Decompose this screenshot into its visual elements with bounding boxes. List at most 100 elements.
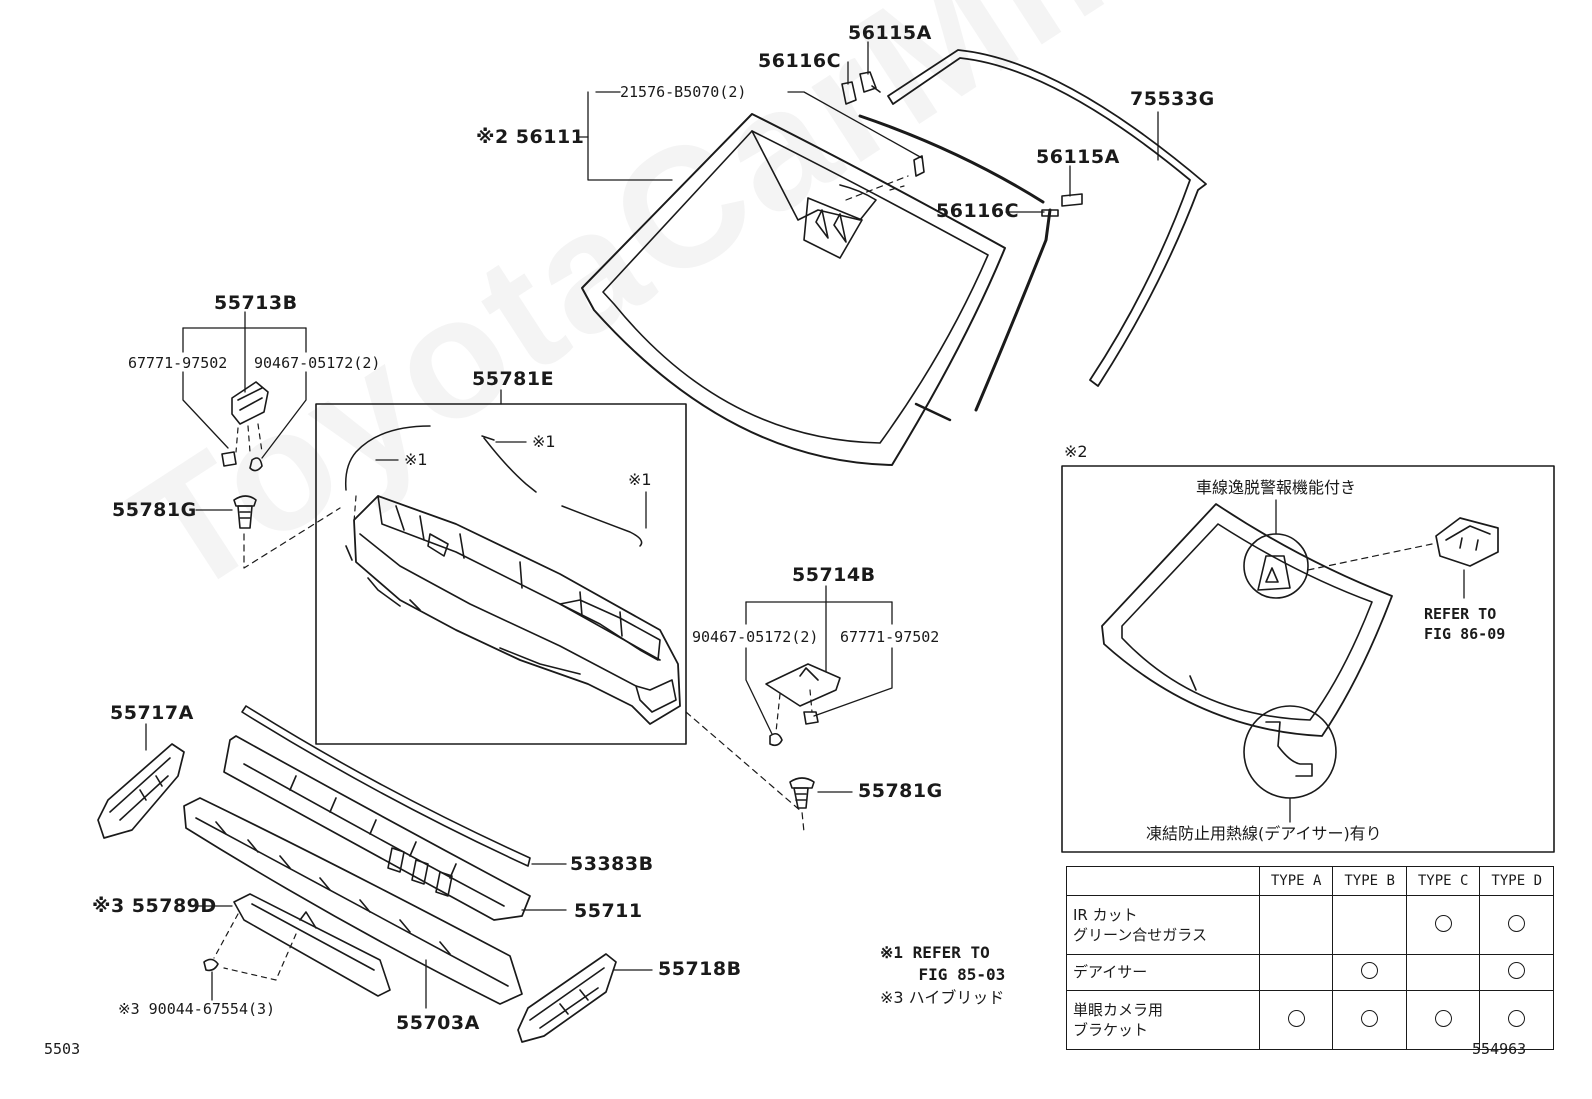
dashed-lower <box>213 913 297 981</box>
label-56116C-mid: 56116C <box>936 200 1020 222</box>
label-55781G-right: 55781G <box>858 780 943 802</box>
label-55781G-left: 55781G <box>112 499 197 521</box>
dashed-left-bracket <box>235 423 263 453</box>
label-21576-B5070: 21576-B5070(2) <box>620 83 747 101</box>
clip-left <box>249 457 263 472</box>
type-row-label: デアイサー <box>1066 954 1260 991</box>
applicable-circle-icon <box>1508 914 1526 932</box>
side-bracket-55718B <box>517 953 617 1043</box>
bracket-67771-right <box>765 663 841 707</box>
type-cell <box>1332 954 1407 991</box>
inset-lane-warning-label: 車線逸脱警報機能付き <box>1196 478 1357 497</box>
clip-56115A-mid <box>1061 193 1083 207</box>
label-mark1-b: ※1 <box>532 432 556 451</box>
cowl-panel-assembly <box>345 495 681 725</box>
label-55718B: 55718B <box>658 958 742 980</box>
label-75533G: 75533G <box>1130 88 1215 110</box>
label-55717A: 55717A <box>110 702 194 724</box>
label-55711: 55711 <box>574 900 643 922</box>
type-row-label: IR カット グリーン合せガラス <box>1066 895 1260 955</box>
label-56111: ※2 56111 <box>476 126 585 148</box>
applicable-circle-icon <box>1508 1009 1526 1027</box>
label-53383B: 53383B <box>570 853 654 875</box>
camera-bracket-part <box>1435 517 1499 567</box>
type-cell <box>1332 990 1407 1050</box>
upper-molding <box>858 114 1045 204</box>
inset-deicer-label: 凍結防止用熱線(デアイサー)有り <box>1146 824 1382 843</box>
inset-mark: ※2 <box>1064 442 1088 461</box>
type-header: TYPE B <box>1332 866 1407 896</box>
deicer-cable <box>1265 721 1313 777</box>
applicable-circle-icon <box>1361 1009 1379 1027</box>
type-header: TYPE C <box>1405 866 1481 896</box>
bolt-55781G-left <box>233 495 257 529</box>
type-table-corner <box>1066 866 1260 896</box>
clip-56116C-top <box>841 81 857 105</box>
label-55781E: 55781E <box>472 368 555 390</box>
nut-left <box>221 451 237 467</box>
label-67771-97502-right: 67771-97502 <box>840 628 940 646</box>
label-mark1-c: ※1 <box>628 470 652 489</box>
type-table-row: IR カット グリーン合せガラス <box>1066 895 1554 955</box>
applicable-circle-icon <box>1434 1009 1452 1027</box>
label-55713B: 55713B <box>214 292 298 314</box>
washer-hoses <box>344 425 643 547</box>
dam-75533G <box>887 49 1207 387</box>
dashed-right-bracket <box>775 689 813 733</box>
label-55789D: ※3 55789D <box>92 895 217 917</box>
type-table: TYPE A TYPE B TYPE C TYPE D IR カット グリーン合… <box>1066 866 1554 1050</box>
dashed-bolt-right <box>685 711 805 833</box>
applicable-circle-icon <box>1434 914 1452 932</box>
label-56116C-top: 56116C <box>758 50 842 72</box>
bracket-67771-left <box>231 381 269 425</box>
type-cell <box>1479 954 1554 991</box>
footer-code-left: 5503 <box>44 1040 81 1058</box>
bolt-55781G-right <box>789 777 815 809</box>
label-55703A: 55703A <box>396 1012 480 1034</box>
label-90044-67554: ※3 90044-67554(3) <box>118 1000 276 1018</box>
type-cell <box>1479 990 1554 1050</box>
applicable-circle-icon <box>1361 962 1379 979</box>
seal-53383B <box>241 705 531 867</box>
label-mark1-a: ※1 <box>404 450 428 469</box>
applicable-circle-icon <box>1287 1009 1305 1027</box>
nut-right <box>803 711 819 725</box>
cowl-top-55711 <box>223 735 531 921</box>
note-mark3: ※3 ハイブリッド <box>880 988 1005 1007</box>
note-mark1: ※1 REFER TO FIG 85-03 <box>880 943 1006 984</box>
label-90467-05172-left: 90467-05172(2) <box>254 354 381 372</box>
type-table-row: デアイサー <box>1066 954 1554 991</box>
side-molding-56116C <box>974 208 1052 412</box>
type-header: TYPE D <box>1479 866 1554 896</box>
inset-leaders <box>1275 499 1465 823</box>
dashed-inside-box <box>353 495 357 523</box>
dashed-bolt-left <box>243 507 341 569</box>
cowl-outer-55703A <box>183 797 523 1005</box>
camera-glass-mark <box>1257 555 1291 591</box>
clip-56116C-mid <box>1041 209 1059 217</box>
clip-90044 <box>203 958 219 972</box>
type-cell <box>1405 895 1481 955</box>
type-row-label: 単眼カメラ用 ブラケット <box>1066 990 1260 1050</box>
inset-windshield <box>1101 503 1393 737</box>
label-55714B: 55714B <box>792 564 876 586</box>
inset-box <box>1061 465 1555 853</box>
type-cell <box>1258 895 1334 955</box>
leader-55714B <box>745 585 893 735</box>
inset-deicer-detail <box>1243 705 1337 799</box>
leader-55713B <box>182 311 307 459</box>
leader-lines-top <box>577 41 1159 213</box>
inset-dashed <box>1307 543 1433 571</box>
clip-right <box>769 732 783 747</box>
type-cell <box>1479 895 1554 955</box>
applicable-circle-icon <box>1508 962 1526 979</box>
sensor-bracket <box>913 155 925 177</box>
clip-56115A-top <box>859 71 881 93</box>
footer-code-right: 554963 <box>1472 1040 1527 1058</box>
type-table-body: IR カット グリーン合せガラスデアイサー単眼カメラ用 ブラケット <box>1066 895 1554 1050</box>
dashed-lines-top <box>845 175 909 201</box>
label-90467-05172-right: 90467-05172(2) <box>692 628 819 646</box>
type-cell <box>1405 954 1481 991</box>
